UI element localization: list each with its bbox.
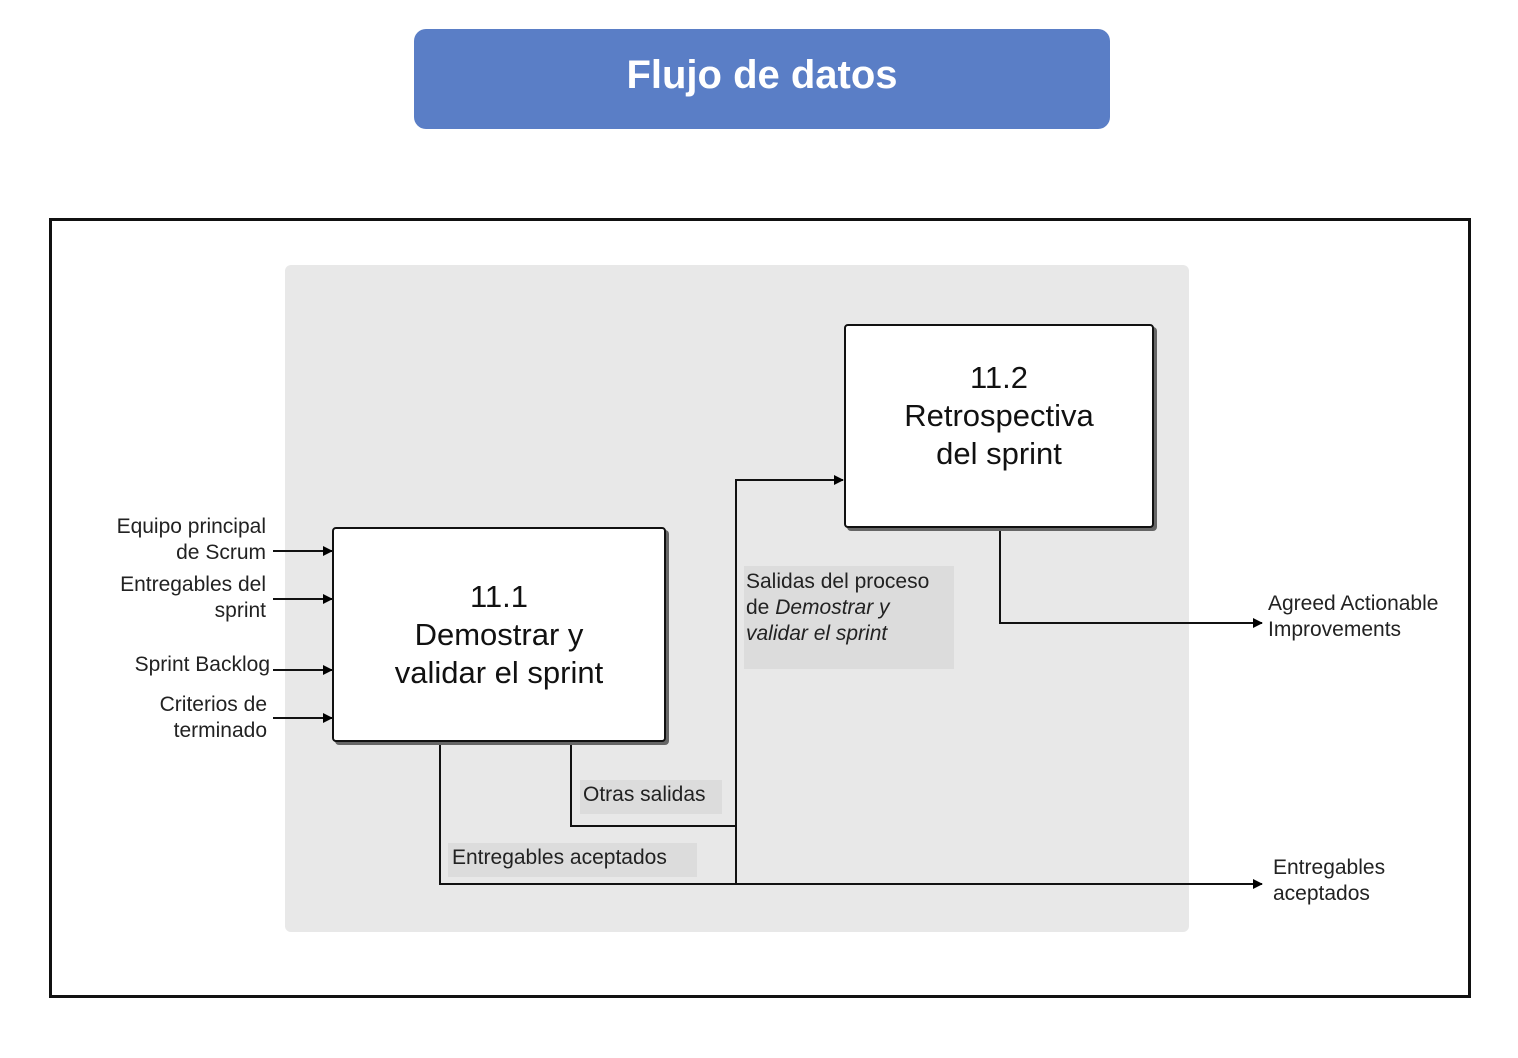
- title-banner: Flujo de datos: [414, 29, 1110, 129]
- to-retrospective-arrow: [735, 475, 844, 884]
- accepted-label-shade: [448, 843, 697, 877]
- improvements-output-arrow: [999, 528, 1263, 628]
- other-outputs-line: [570, 742, 736, 827]
- other-outputs-shade: [580, 780, 722, 814]
- process-outputs-label: Salidas del proceso de Demostrar y valid…: [746, 570, 930, 645]
- accepted-output-arrow: [439, 742, 1263, 889]
- accepted-deliverables-label: Entregables aceptados: [452, 846, 667, 869]
- process-11-2: 11.2 Retrospectiva del sprint: [844, 324, 1154, 528]
- input-label-backlog: Sprint Backlog: [134, 653, 270, 676]
- outputs-label-shade: [744, 566, 954, 669]
- process-title-line1: Demostrar y: [414, 616, 584, 652]
- page-title: Flujo de datos: [626, 52, 898, 97]
- process-number: 11.2: [969, 360, 1029, 395]
- process-number: 11.1: [469, 578, 529, 614]
- process-title-line2: validar el sprint: [394, 654, 604, 690]
- process-11-1: 11.1 Demostrar y validar el sprint: [332, 527, 666, 742]
- process-title-line2: del sprint: [936, 436, 1062, 471]
- diagram-frame: [49, 218, 1471, 998]
- other-outputs-label: Otras salidas: [583, 783, 706, 806]
- process-title-line1: Retrospectiva: [904, 398, 1094, 433]
